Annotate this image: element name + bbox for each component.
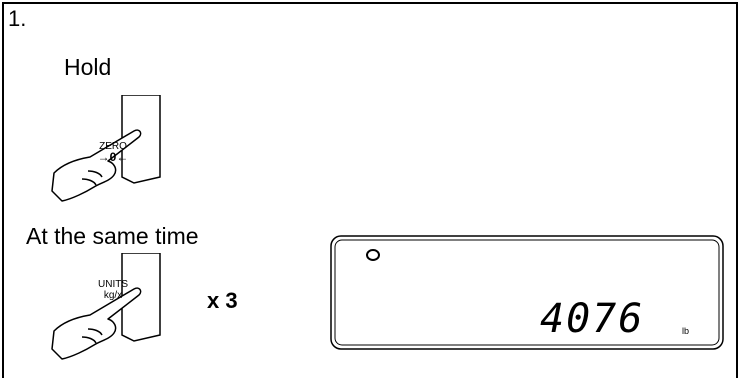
hand-press-icon (51, 129, 142, 202)
units-key-line2: kg/x (103, 290, 123, 301)
zero-key-press-illustration (51, 95, 161, 202)
units-key-label: UNITS kg/x (82, 279, 144, 301)
hand-press-icon (51, 287, 142, 360)
weight-unit: lb (682, 326, 690, 336)
units-key-line1: UNITS (98, 279, 128, 290)
indicator-circle-icon (366, 249, 380, 261)
zero-key-label: ZERO →0← (82, 141, 144, 163)
scale-display (330, 235, 724, 350)
hold-instruction: Hold (64, 54, 112, 80)
units-key (121, 253, 161, 342)
zero-key-symbol: →0← (97, 150, 129, 164)
zero-key (121, 95, 161, 184)
weight-reading: 4076 (540, 296, 645, 342)
repeat-count: x 3 (207, 288, 238, 313)
same-time-instruction: At the same time (26, 223, 199, 249)
units-key-press-illustration (51, 253, 161, 360)
zero-key-line1: ZERO (99, 141, 127, 152)
step-number: 1. (8, 6, 27, 31)
